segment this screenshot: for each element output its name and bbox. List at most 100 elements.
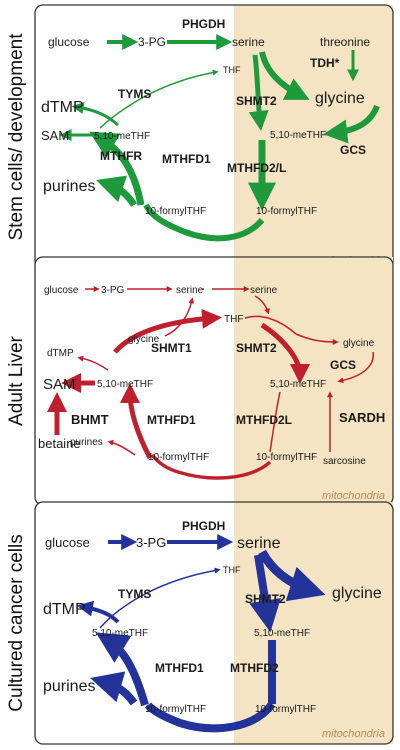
metabolite-purines: purines <box>43 178 95 195</box>
enzyme-bhmt: BHMT <box>71 412 109 427</box>
metabolite-dtmp: dTMP <box>47 348 74 359</box>
panel-stem-cells: Stem cells/ development mitochondria glu… <box>6 4 394 271</box>
enzyme-shmt2: SHMT2 <box>245 592 286 606</box>
enzyme-phgdh: PHGDH <box>182 519 225 533</box>
arrow-formyl-transport <box>150 453 272 480</box>
enzyme-mthfd2l: MTHFD2L <box>236 413 292 427</box>
metabolite-glycine-cytosol: glycine <box>128 334 160 345</box>
metabolite-methf-mito: 5,10-meTHF <box>254 628 310 639</box>
metabolite-serine-cytosol: serine <box>176 285 204 296</box>
metabolite-serine: serine <box>237 535 281 552</box>
metabolite-formylthf-mito: 10-formylTHF <box>256 206 317 217</box>
arrow-serine-methf <box>248 54 269 131</box>
metabolite-formylthf-cytosol: 10-formylTHF <box>145 704 206 715</box>
enzyme-mthfd2l: MTHFD2/L <box>227 161 286 175</box>
arrow-serine-glycine <box>259 51 310 100</box>
arrow-formyl-methf <box>89 131 145 206</box>
metabolite-purines: purines <box>70 437 103 448</box>
metabolite-formylthf-mito: 10-formylTHF <box>256 452 317 463</box>
metabolite-methf-mito: 5,10-meTHF <box>270 130 326 141</box>
arrow-methf-thf <box>99 69 219 129</box>
enzyme-shmt1: SHMT1 <box>151 341 192 355</box>
enzyme-shmt2: SHMT2 <box>236 94 277 108</box>
metabolite-formylthf-mito: 10-formylTHF <box>255 704 316 715</box>
metabolite-methf-cytosol: 5,10-meTHF <box>94 131 150 142</box>
metabolite-thf: THF <box>223 65 241 75</box>
enzyme-tdh: TDH* <box>310 56 340 70</box>
metabolite-glucose: glucose <box>48 35 90 49</box>
enzyme-mthfd1: MTHFD1 <box>155 661 204 675</box>
enzyme-gcs: GCS <box>340 143 366 157</box>
arrow-serine-glycine <box>258 549 326 602</box>
enzyme-phgdh: PHGDH <box>182 17 225 31</box>
arrow-gcs <box>323 104 380 144</box>
metabolite-dtmp: dTMP <box>41 99 84 116</box>
arrow-formyl-purines <box>90 671 138 706</box>
metabolite-threonine: threonine <box>320 35 370 49</box>
enzyme-gcs: GCS <box>330 358 356 372</box>
enzyme-mthfr: MTHFR <box>100 149 142 163</box>
enzyme-mthfd1: MTHFD1 <box>147 413 196 427</box>
metabolite-sarcosine: sarcosine <box>323 456 366 467</box>
arrow-methf-dtmp <box>71 102 120 127</box>
metabolite-methf-mito: 5,10-meTHF <box>270 379 326 390</box>
arrow-formyl-purines <box>107 439 136 456</box>
metabolite-glucose: glucose <box>44 285 79 296</box>
arrow-formyl-methf <box>120 383 153 460</box>
arrow-formyl-purines <box>96 175 138 207</box>
arrow-shmt1 <box>113 308 222 354</box>
pathway-arrows <box>76 534 326 733</box>
pathway-arrows <box>59 34 380 242</box>
mitochondria-label: mitochondria <box>322 728 385 740</box>
metabolite-methf-cytosol: 5,10-meTHF <box>92 628 148 639</box>
metabolite-formylthf-cytosol: 10-formylTHF <box>145 206 206 217</box>
panel-side-label: Adult Liver <box>6 335 27 425</box>
enzyme-mthfd1: MTHFD1 <box>162 152 211 166</box>
metabolite-3pg: 3-PG <box>101 285 125 296</box>
pathway-labels: glucose 3-PG PHGDH serine threonine TDH*… <box>41 17 370 217</box>
metabolite-serine-mito: serine <box>250 285 278 296</box>
mitochondria-label: mitochondria <box>322 490 385 502</box>
metabolite-methf-cytosol: 5,10-meTHF <box>97 379 153 390</box>
arrow-serine-mito <box>254 295 270 315</box>
panel-adult-liver: Adult Liver mitochondria glucose 3 <box>6 256 394 506</box>
pathway-labels: glucose 3-PG PHGDH serine THF glycine TY… <box>43 519 382 715</box>
metabolite-sam: SAM <box>43 376 76 393</box>
arrow-formyl-transport <box>143 203 265 242</box>
arrow-serine-methf <box>249 554 281 633</box>
arrow-formyl-methf <box>95 632 149 707</box>
metabolite-3pg: 3-PG <box>136 535 166 550</box>
panel-cancer-cells: Cultured cancer cells mitochondria gluco… <box>6 501 394 745</box>
arrow-thf-mito <box>244 315 297 335</box>
arrow-methf-thf <box>99 567 221 629</box>
mitochondria-region <box>234 257 393 505</box>
panel-side-label: Cultured cancer cells <box>6 534 27 711</box>
arrow-methf-dtmp <box>77 355 109 371</box>
metabolite-betaine: betaine <box>38 436 81 451</box>
metabolite-glycine-mito: glycine <box>343 338 375 349</box>
metabolite-serine: serine <box>232 35 265 49</box>
metabolite-glycine: glycine <box>315 90 365 107</box>
pathway-arrows <box>47 286 374 480</box>
enzyme-shmt2: SHMT2 <box>236 341 277 355</box>
arrow-mito-glycine <box>295 333 339 345</box>
metabolite-3pg: 3-PG <box>138 35 166 49</box>
metabolite-purines: purines <box>43 678 95 695</box>
metabolite-glycine: glycine <box>332 585 382 602</box>
pathway-labels: glucose 3-PG serine serine glycine THF g… <box>38 285 385 467</box>
metabolite-formylthf-cytosol: 10-formylTHF <box>148 452 209 463</box>
metabolite-thf: THF <box>223 565 241 575</box>
arrow-formyl-transport <box>144 701 276 733</box>
metabolite-glucose: glucose <box>45 535 90 550</box>
arrow-shmt2 <box>260 322 310 384</box>
enzyme-mthfd2: MTHFD2 <box>230 661 279 675</box>
metabolite-sam: SAM <box>41 128 69 143</box>
panel-side-label: Stem cells/ development <box>6 33 27 241</box>
enzyme-tyms: TYMS <box>118 587 151 601</box>
metabolite-dtmp: dTMP <box>43 601 86 618</box>
arrow-gcs <box>337 351 374 384</box>
arrow-methf-dtmp <box>76 600 120 624</box>
enzyme-tyms: TYMS <box>118 87 151 101</box>
arrow-methf-formyl-mito <box>269 391 281 453</box>
enzyme-sardh: SARDH <box>339 410 385 425</box>
